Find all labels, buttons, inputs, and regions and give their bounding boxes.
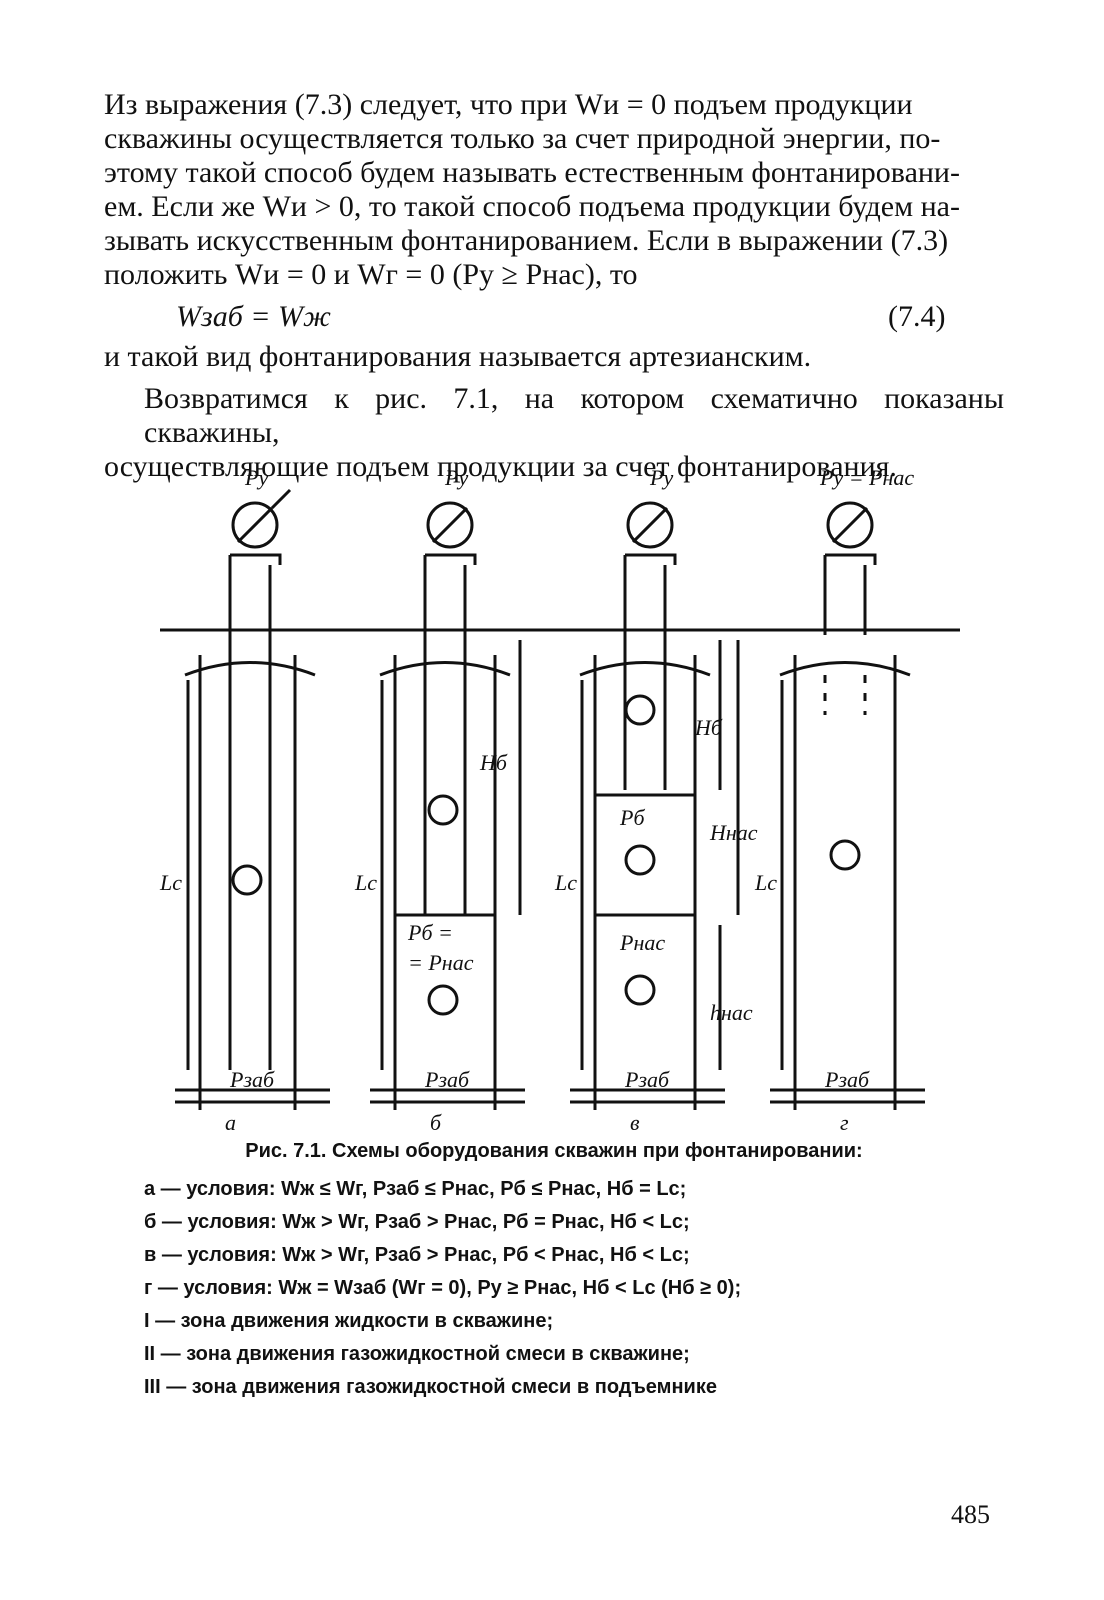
panel-c-top-label: Pу <box>649 470 673 490</box>
panel-a-depth-label: Lс <box>159 870 182 895</box>
figure-caption: Рис. 7.1. Схемы оборудования скважин при… <box>104 1140 1004 1404</box>
caption-row: I — зона движения жидкости в скважине; <box>144 1310 554 1332</box>
panel-a-bottom-label: Pзаб <box>229 1067 275 1092</box>
panel-b-top-label: Pу <box>444 470 468 490</box>
text-line: ем. Если же Wи > 0, то такой способ подъ… <box>104 190 960 223</box>
caption-row: г — условия: Wж = Wзаб (Wг = 0), Pу ≥ Pн… <box>144 1277 742 1299</box>
panel-b-mid-label-1: Pб = <box>407 920 453 945</box>
panel-b-depth-label: Lс <box>354 870 377 895</box>
panel-b-bottom-label: Pзаб <box>424 1067 470 1092</box>
text-line: зывать искусственным фонтанированием. Ес… <box>104 224 949 257</box>
panel-c-mid-label-1: Pб <box>619 805 645 830</box>
panel-c-mid-label-2: Pнас <box>619 930 665 955</box>
paragraph-1: Из выражения (7.3) следует, что при Wи =… <box>104 88 1004 292</box>
panel-b-mid-label-2: = Pнас <box>408 950 474 975</box>
text-line: Возвратимся к рис. 7.1, на котором схема… <box>144 382 1004 449</box>
text-line: осуществляющие подъем продукции за счет … <box>104 450 897 483</box>
panel-c-letter: в <box>630 1110 640 1130</box>
paragraph-2: и такой вид фонтанирования называется ар… <box>104 340 812 373</box>
panel-d-depth-label: Lс <box>754 870 777 895</box>
caption-row: II — зона движения газожидкостной смеси … <box>144 1343 690 1365</box>
text-line: Из выражения (7.3) следует, что при Wи =… <box>104 88 913 121</box>
caption-row: III — зона движения газожидкостной смеси… <box>144 1376 717 1398</box>
panel-a-letter: а <box>225 1110 236 1130</box>
panel-c-side-label-1: Hб <box>694 715 723 740</box>
text-line: скважины осуществляется только за счет п… <box>104 122 941 155</box>
caption-row: а — условия: Wж ≤ Wг, Pзаб ≤ Pнас, Pб ≤ … <box>144 1178 687 1200</box>
caption-title: Рис. 7.1. Схемы оборудования скважин при… <box>245 1140 863 1162</box>
text-line: этому такой способ будем называть естест… <box>104 156 960 189</box>
caption-row: б — условия: Wж > Wг, Pзаб > Pнас, Pб = … <box>144 1211 690 1233</box>
panel-a-top-label: Pу <box>244 470 268 490</box>
page-number: 485 <box>951 1500 990 1529</box>
panel-c-side-label-2: Hнас <box>709 820 758 845</box>
formula: Wзаб = Wж <box>176 300 331 333</box>
well-diagram-figure: Pу Lс Pзаб а Pу Lс Hб Pб = = Pнас Pзаб б… <box>159 470 960 1130</box>
panel-a <box>160 488 360 1110</box>
panel-d-bottom-label: Pзаб <box>824 1067 870 1092</box>
panel-c-side-label-3: hнас <box>710 1000 753 1025</box>
text-line: положить Wи = 0 и Wг = 0 (Pу ≥ Pнас), то <box>104 258 638 291</box>
panel-d-letter: г <box>840 1110 849 1130</box>
formula-number: (7.4) <box>888 300 946 333</box>
panel-b-side-label: Hб <box>479 750 508 775</box>
paragraph-3: Возвратимся к рис. 7.1, на котором схема… <box>104 382 1004 484</box>
caption-row: в — условия: Wж > Wг, Pзаб > Pнас, Pб < … <box>144 1244 690 1266</box>
panel-c-bottom-label: Pзаб <box>624 1067 670 1092</box>
panel-c-depth-label: Lс <box>554 870 577 895</box>
panel-b-letter: б <box>430 1110 442 1130</box>
panel-d-top-label: Pу = Pнас <box>819 470 914 490</box>
